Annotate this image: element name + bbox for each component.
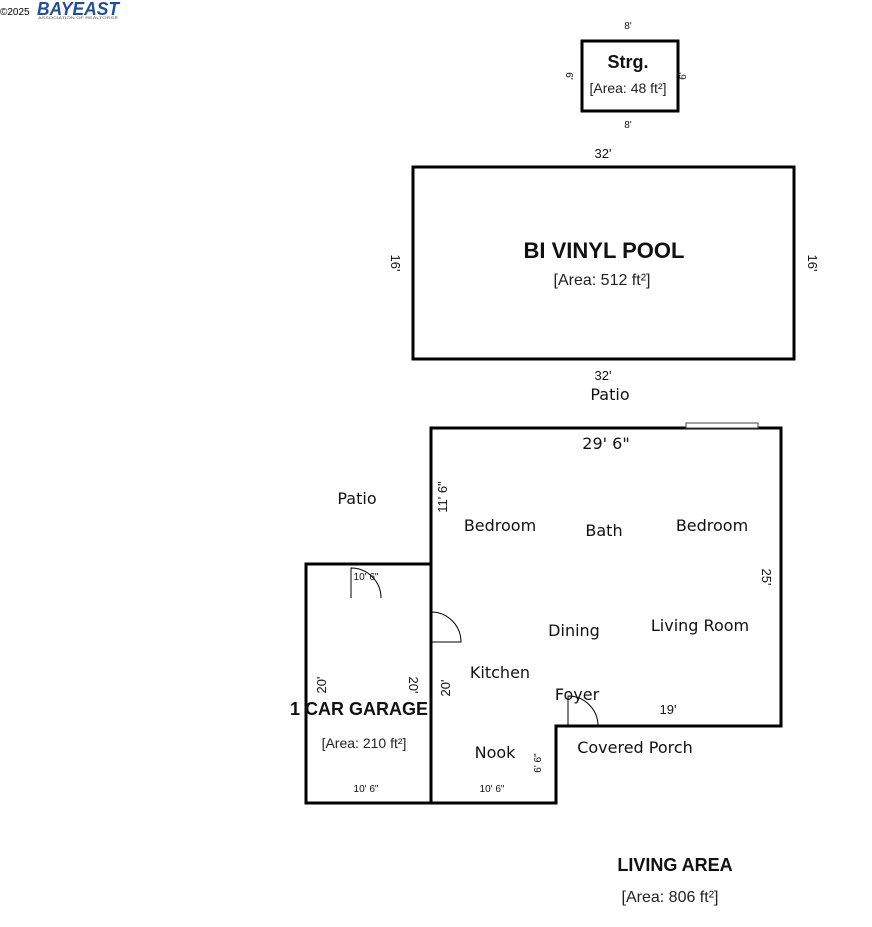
bayeast-logo: BAYEAST xyxy=(37,0,121,19)
living-area-title: LIVING AREA xyxy=(617,855,732,875)
pool-dim-top: 32' xyxy=(595,146,612,161)
door-swing-garage xyxy=(350,567,382,599)
pool-outline xyxy=(411,165,796,361)
house-dim-left-lower: 20' xyxy=(438,680,453,697)
copyright-text: ©2025 xyxy=(0,7,30,18)
storage-dim-bottom: 8' xyxy=(624,120,632,131)
storage-structure: Strg. [Area: 48 ft²] 8' 8' 6' 6' xyxy=(563,21,689,131)
room-foyer: Foyer xyxy=(555,685,600,704)
storage-title: Strg. xyxy=(607,52,648,72)
room-bedroom-right: Bedroom xyxy=(676,516,748,535)
room-bedroom-left: Bedroom xyxy=(464,516,536,535)
house-dim-left-upper: 11' 6" xyxy=(435,481,450,513)
living-area-summary: LIVING AREA [Area: 806 ft²] xyxy=(617,855,732,906)
pool-area: [Area: 512 ft²] xyxy=(554,272,651,289)
pool-dim-right: 16' xyxy=(805,255,820,272)
logo-tagline: ASSOCIATION OF REALTORS® xyxy=(38,15,118,20)
garage-outline xyxy=(304,562,431,805)
garage-dim-right: 20' xyxy=(406,677,421,694)
living-area-value: [Area: 806 ft²] xyxy=(622,889,719,906)
storage-dim-left: 6' xyxy=(563,72,574,80)
storage-area: [Area: 48 ft²] xyxy=(589,80,666,96)
patio-top-label: Patio xyxy=(590,385,629,404)
pool-structure: BI VINYL POOL [Area: 512 ft²] 32' 32' 16… xyxy=(388,146,820,383)
storage-dim-top: 8' xyxy=(624,21,632,32)
garage-area: [Area: 210 ft²] xyxy=(322,735,407,751)
room-kitchen: Kitchen xyxy=(470,663,530,682)
garage-title: 1 CAR GARAGE xyxy=(290,699,428,719)
sliding-door xyxy=(685,422,759,429)
house-dim-step: 19' xyxy=(660,702,677,717)
pool-dim-bottom: 32' xyxy=(595,368,612,383)
garage-dim-bottom: 10' 6" xyxy=(354,784,379,795)
patio-left-label: Patio xyxy=(337,489,376,508)
room-nook: Nook xyxy=(475,743,517,762)
garage-structure: 10' 6" 10' 6" 20' 20' 1 CAR GARAGE [Area… xyxy=(290,562,431,805)
storage-outline xyxy=(580,39,680,113)
house-dim-top: 29' 6" xyxy=(582,434,629,453)
pool-dim-left: 16' xyxy=(388,255,403,272)
storage-dim-right: 6' xyxy=(678,72,689,80)
covered-porch-label: Covered Porch xyxy=(577,738,693,757)
room-living-room: Living Room xyxy=(651,616,749,635)
house-structure: 29' 6" 25' 11' 6" 20' 19' 10' 6" 6' 6" B… xyxy=(429,422,783,805)
room-dining: Dining xyxy=(548,621,600,640)
room-bath: Bath xyxy=(585,521,622,540)
house-dim-right: 25' xyxy=(759,569,774,586)
house-dim-notch: 6' 6" xyxy=(533,753,544,773)
pool-title: BI VINYL POOL xyxy=(524,238,685,263)
house-dim-bottom: 10' 6" xyxy=(480,784,505,795)
garage-dim-top: 10' 6" xyxy=(354,572,379,583)
house-outline xyxy=(429,426,783,805)
brand-header: ©2025 BAYEAST ASSOCIATION OF REALTORS® xyxy=(0,0,121,20)
door-swing-foyer xyxy=(567,695,599,727)
garage-dim-left: 20' xyxy=(314,677,329,694)
door-swing-kitchen xyxy=(430,611,462,643)
